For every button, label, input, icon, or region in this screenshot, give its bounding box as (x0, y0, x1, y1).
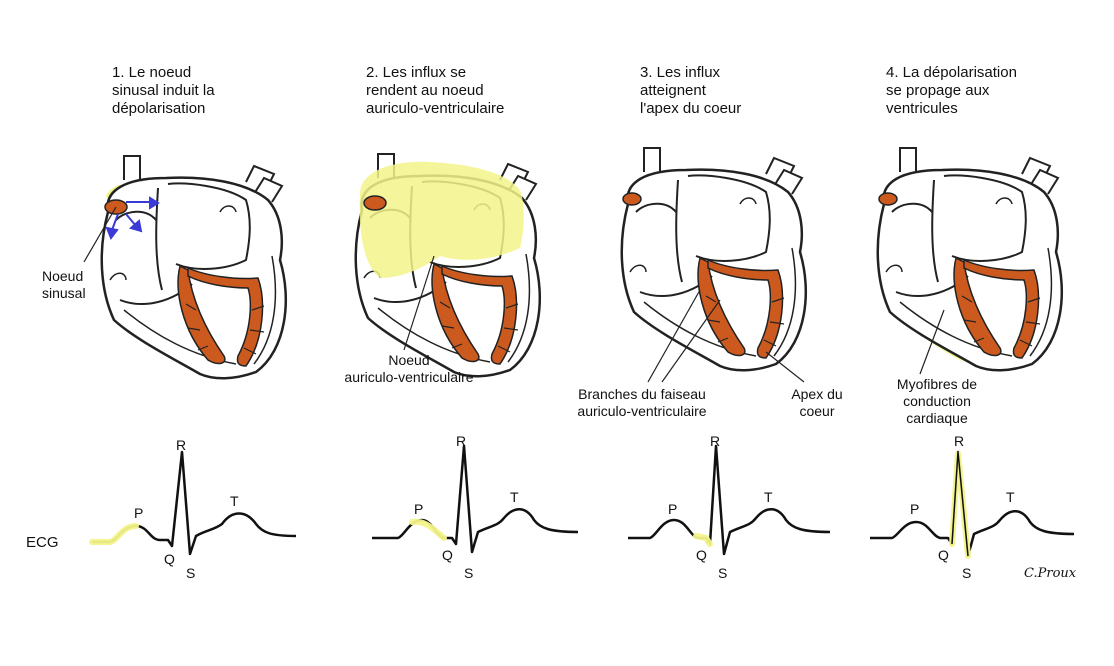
wave-s: S (718, 565, 728, 581)
wave-s: S (186, 565, 196, 581)
atria-highlight (359, 161, 524, 278)
conduction-myofibers-label: Myofibres de conduction cardiaque (896, 376, 978, 426)
sinus-node (878, 192, 898, 206)
wave-q: Q (696, 547, 707, 563)
sinus-node-label: Noeud sinusal (42, 268, 86, 301)
wave-q: Q (164, 551, 175, 567)
sinus-node (363, 195, 387, 211)
apex-label: Apex du coeur (791, 386, 843, 419)
panel-3-title: 3. Les influx atteignent l'apex du coeur (640, 64, 742, 117)
wave-t: T (230, 493, 239, 509)
ecg-trace-2 (372, 444, 579, 554)
wave-t: T (510, 489, 519, 505)
wave-p: P (414, 501, 424, 517)
panel-2-title: 2. Les influx se rendent au noeud auricu… (366, 64, 505, 117)
wave-t: T (764, 489, 773, 505)
artist-signature: C.Proux (1024, 566, 1077, 581)
ecg-highlight-1 (89, 523, 139, 545)
heart-panel-3 (620, 146, 808, 383)
wave-r: R (176, 437, 187, 453)
ecg-highlight-2 (409, 518, 447, 541)
ecg-trace-3 (628, 444, 831, 556)
wave-p: P (910, 501, 920, 517)
av-node-label: Noeud auriculo-ventriculaire (344, 352, 474, 385)
wave-q: Q (442, 547, 453, 563)
wave-p: P (134, 505, 144, 521)
panel-1-title: 1. Le noeud sinusal induit la dépolarisa… (112, 64, 215, 117)
wave-t: T (1006, 489, 1015, 505)
wave-r: R (710, 433, 721, 449)
wave-p: P (668, 501, 678, 517)
av-bundle-branches-label: Branches du faiseau auriculo-ventriculai… (577, 386, 707, 419)
impulse-arrows (105, 196, 160, 241)
ecg-traces (92, 444, 1075, 558)
heart-panel-1 (83, 154, 288, 380)
heart-panel-2 (354, 152, 542, 378)
wave-s: S (464, 565, 474, 581)
wave-q: Q (938, 547, 949, 563)
wave-s: S (962, 565, 972, 581)
wave-r: R (456, 433, 467, 449)
wave-r: R (954, 433, 965, 449)
ecg-trace-1 (92, 450, 297, 556)
sinus-node (622, 192, 642, 206)
ecg-label: ECG (26, 534, 59, 551)
panel-4-title: 4. La dépolarisation se propage aux vent… (886, 64, 1017, 117)
heart-panel-4 (876, 146, 1064, 375)
ecg-trace-4 (870, 450, 1075, 558)
ecg-highlight-3 (693, 533, 713, 547)
